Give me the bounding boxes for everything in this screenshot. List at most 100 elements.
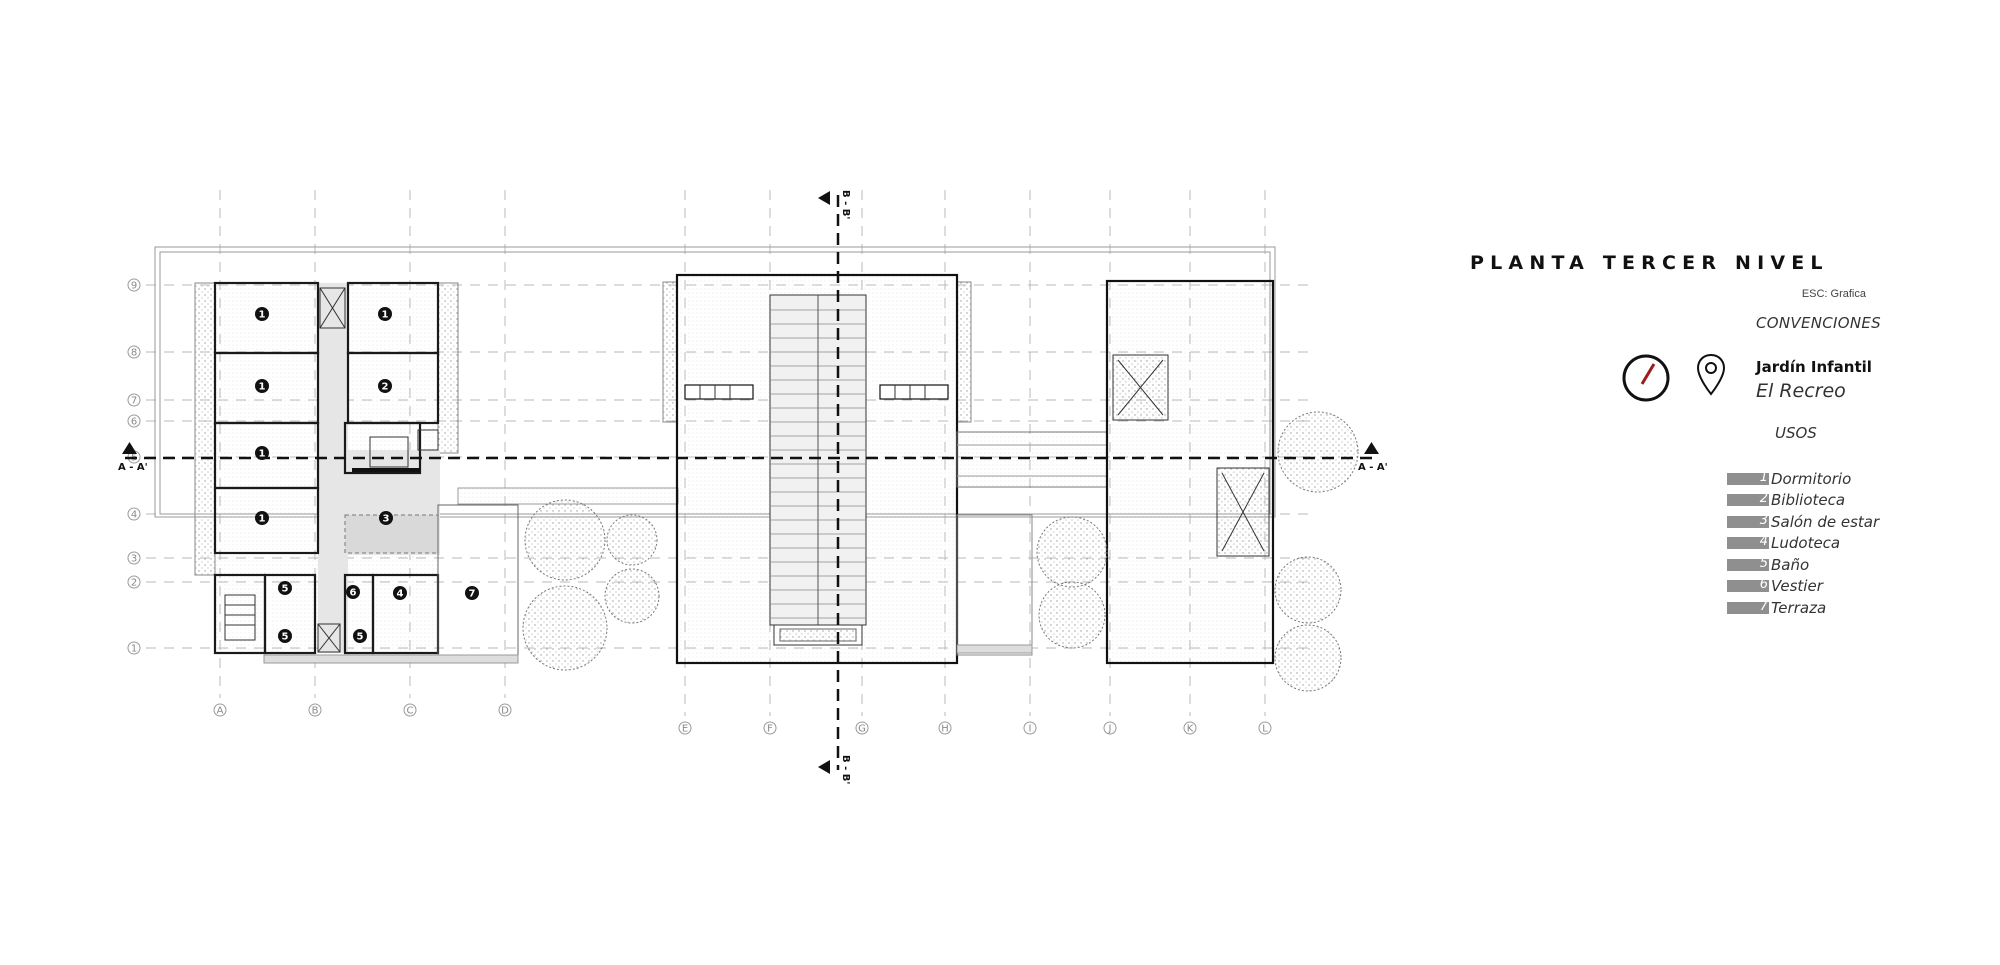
project-subtitle: El Recreo [1756,380,1846,402]
grid-column-marker [763,721,777,735]
grid-column-label: J [1108,724,1112,735]
room-tag-marker [278,581,292,595]
use-number: 4 [1759,534,1768,550]
room-tag-marker [378,379,392,393]
grid-column-label: C [407,706,414,717]
grid-column-label: E [682,724,688,735]
middle-block [662,273,1108,665]
room-tag-marker [255,446,269,460]
section-label-aa-left: A - A' [118,462,148,473]
use-label: Biblioteca [1771,491,1846,510]
grid-row-marker [127,278,141,292]
tree-canopy [1036,516,1108,588]
grid-row-label: 9 [131,281,137,292]
room-tag-marker [393,586,407,600]
section-arrow-aa-right [1364,442,1379,454]
use-number: 1 [1759,469,1768,485]
room-tag: 2 [382,382,389,393]
grid-row-marker [127,345,141,359]
project-name: Jardín Infantil [1756,358,1872,376]
tree-canopy [604,568,660,624]
use-number: 7 [1759,598,1768,614]
grid-column-label: D [501,706,509,717]
grid-column-label: F [767,724,773,735]
grid-column-label: A [217,706,224,717]
room-tag-marker [379,511,393,525]
section-label-bb-top: B - B' [840,190,851,219]
grid-column-label: I [1029,724,1032,735]
room-tag-marker [346,585,360,599]
room-tag: 1 [382,310,389,321]
room-tag: 7 [469,589,476,600]
grid-row-label: 3 [131,554,137,565]
tree-canopy [1274,556,1342,624]
use-color-bar: 3 [1727,512,1769,528]
section-label-aa-right: A - A' [1358,462,1388,473]
tree-canopy [522,585,608,671]
grid-row-marker [127,507,141,521]
use-label: Salón de estar [1771,512,1880,531]
room-tag: 5 [282,632,289,643]
left-block [194,281,679,664]
right-block [1105,279,1275,665]
use-color-bar: 4 [1727,534,1769,550]
floor-plan: ABCDEFGHIJKL987654321 [118,190,1388,784]
grid-row-marker [127,575,141,589]
grid-row-marker [127,393,141,407]
grid-row-marker [127,551,141,565]
use-color-bar: 6 [1727,577,1769,593]
section-arrow-aa-left [122,442,137,454]
room-tag: 1 [259,449,266,460]
room-tag: 1 [259,514,266,525]
legend-panel: PLANTA TERCER NIVEL ESC: Grafica CONVENC… [1430,246,1900,646]
use-number: 3 [1759,512,1768,528]
grid-row-marker [127,641,141,655]
grid-column-marker [1183,721,1197,735]
tree-canopy [1274,624,1342,692]
north-compass-icon [1622,354,1670,402]
tree-canopy [524,499,606,581]
section-label-bb-bottom: B - B' [840,755,851,784]
use-number: 5 [1759,555,1768,571]
uses-heading: USOS [1775,424,1817,442]
grid-column-label: L [1262,724,1268,735]
grid-column-marker [678,721,692,735]
room-tag-marker [278,629,292,643]
grid-row-label: 8 [131,348,137,359]
use-number: 2 [1759,491,1768,507]
scale-note: ESC: Grafica [1801,288,1866,300]
grid-column-marker [308,703,322,717]
room-tag-marker [255,307,269,321]
use-label: Vestier [1771,577,1823,596]
use-color-bar: 5 [1727,555,1769,571]
grid-column-marker [938,721,952,735]
room-tag: 1 [259,310,266,321]
grid-column-marker [213,703,227,717]
tree-canopy [1038,581,1106,649]
grid-row-label: 2 [131,578,137,589]
use-color-bar: 2 [1727,491,1769,507]
room-tag: 3 [383,514,390,525]
grid-column-label: G [858,724,866,735]
room-tag-marker [378,307,392,321]
room-tag-marker [255,379,269,393]
use-color-bar: 7 [1727,598,1769,614]
conventions-heading: CONVENCIONES [1756,314,1881,332]
tree-canopy [1277,411,1359,493]
grid-column-marker [403,703,417,717]
room-tag: 4 [397,589,404,600]
use-color-bar: 1 [1727,469,1769,485]
trees [522,411,1359,692]
room-tag-marker [465,586,479,600]
room-tag-marker [255,511,269,525]
use-number: 6 [1759,577,1768,593]
grid-column-marker [1258,721,1272,735]
room-tag: 5 [282,584,289,595]
